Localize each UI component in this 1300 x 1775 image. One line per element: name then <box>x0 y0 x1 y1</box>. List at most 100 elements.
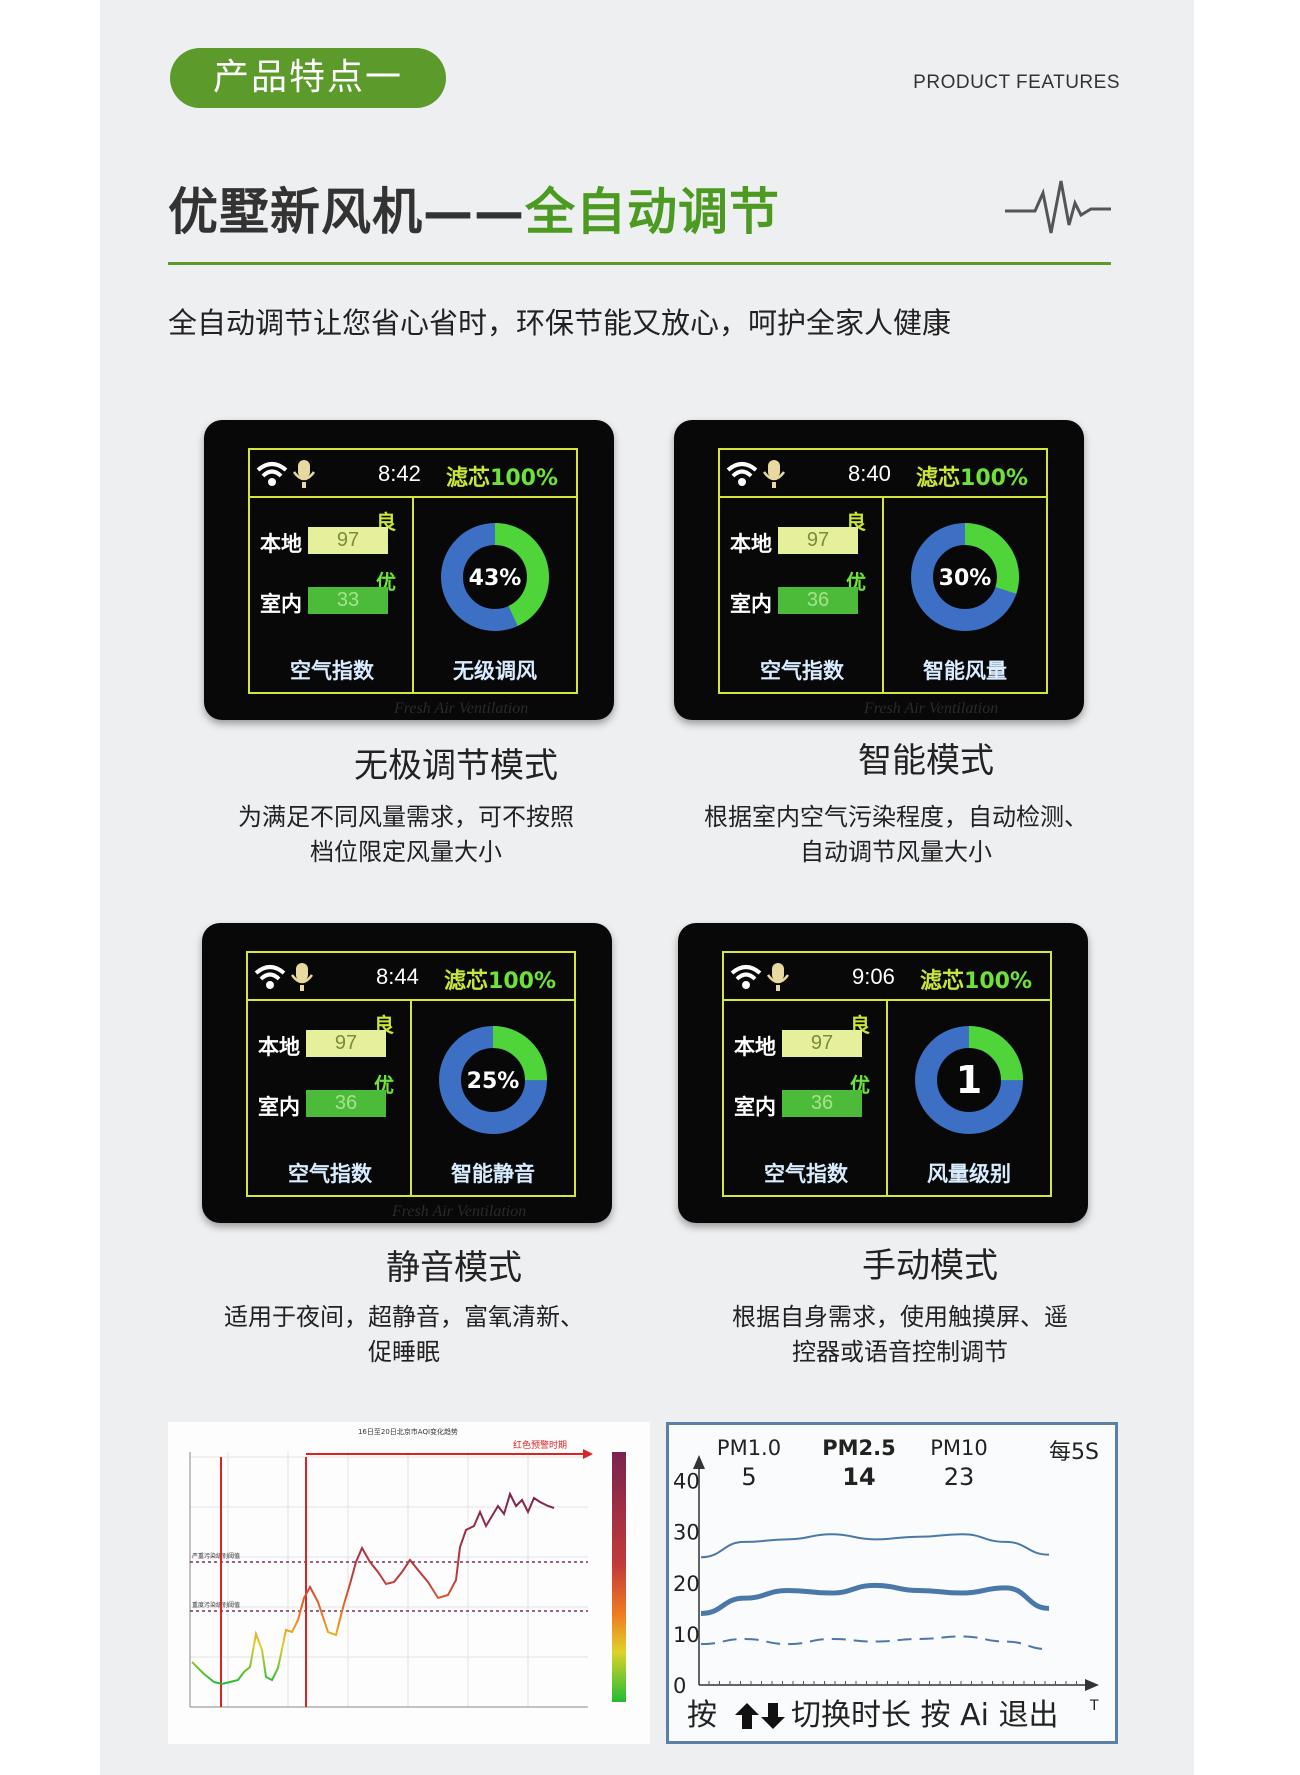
arrow-up-icon <box>735 1703 759 1729</box>
ring-value: 30% <box>939 566 992 591</box>
aqi-trend-chart: 16日至20日北京市AQI变化趋势 严重污染级别阈值 重度污染级别阈值 红色预警… <box>168 1422 650 1744</box>
control-panel-screen: 8:44 滤芯100% 良 本地 97 优 室内 36 空气指数 25% 智能静… <box>202 923 612 1223</box>
mode-description-line: 根据自身需求，使用触摸屏、遥 <box>732 1303 1068 1331</box>
arrow-down-icon <box>761 1703 785 1729</box>
microphone-icon <box>292 460 316 488</box>
mode-title: 智能模式 <box>858 741 994 781</box>
local-aqi-value: 97 <box>778 527 858 554</box>
pm-header-label: PM10 <box>930 1436 988 1460</box>
series-line-pm25 <box>700 1582 1050 1616</box>
filter-status: 滤芯100% <box>916 460 1028 492</box>
series-line-pm10 <box>700 1533 1050 1559</box>
indoor-label: 室内 <box>260 592 302 616</box>
lcd-frame: 8:44 滤芯100% 良 本地 97 优 室内 36 空气指数 25% 智能静… <box>246 951 576 1197</box>
local-aqi-value: 97 <box>306 1030 386 1057</box>
footer-instruction: 切换时长 按 Ai 退出 <box>791 1698 1058 1733</box>
threshold-heavy-label: 重度污染级别阈值 <box>192 1601 240 1609</box>
pm-header-label: PM1.0 <box>717 1436 781 1460</box>
mode-title: 手动模式 <box>862 1246 998 1286</box>
local-label: 本地 <box>260 532 302 556</box>
mode-description-line: 自动调节风量大小 <box>800 838 992 866</box>
indoor-label: 室内 <box>730 592 772 616</box>
local-label: 本地 <box>258 1035 300 1059</box>
filter-label: 滤芯 <box>916 466 961 491</box>
filter-label: 滤芯 <box>920 969 965 994</box>
mode-description-line: 档位限定风量大小 <box>310 838 502 866</box>
mode-label: 风量级别 <box>927 1162 1011 1186</box>
interval-label: 每5S <box>1049 1440 1099 1465</box>
clock-time: 8:44 <box>376 964 419 989</box>
series-line-pm10 <box>700 1635 1050 1651</box>
mode-description-line: 适用于夜间，超静音，富氧清新、 <box>224 1303 584 1331</box>
mode-description: 适用于夜间，超静音，富氧清新、促睡眠 <box>174 1300 634 1370</box>
feature-pill: 产品特点一 <box>170 48 446 108</box>
mode-description: 根据室内空气污染程度，自动检测、自动调节风量大小 <box>666 800 1126 870</box>
watermark: Fresh Air Ventilation <box>864 700 999 717</box>
microphone-icon <box>290 963 314 991</box>
pm-header-value: 14 <box>842 1463 875 1491</box>
title-main: 优墅新风机—— <box>168 183 525 241</box>
airflow-ring-gauge: 1 <box>915 1026 1023 1134</box>
control-panel-screen: 8:40 滤芯100% 良 本地 97 优 室内 36 空气指数 30% 智能风… <box>674 420 1084 720</box>
local-label: 本地 <box>734 1035 776 1059</box>
microphone-icon <box>766 963 790 991</box>
pulse-icon <box>1005 180 1111 234</box>
y-tick-label: 0 <box>673 1674 686 1698</box>
local-label: 本地 <box>730 532 772 556</box>
wifi-icon <box>256 462 288 486</box>
air-index-label: 空气指数 <box>290 659 374 683</box>
indoor-label: 室内 <box>734 1095 776 1119</box>
lcd-frame: 9:06 滤芯100% 良 本地 97 优 室内 36 空气指数 1 风量级别 <box>722 951 1052 1197</box>
pm-header-value: 23 <box>944 1463 975 1491</box>
air-index-label: 空气指数 <box>764 1162 848 1186</box>
footer-press-label: 按 <box>687 1698 717 1733</box>
mode-description: 根据自身需求，使用触摸屏、遥控器或语音控制调节 <box>670 1300 1130 1370</box>
pm-header-value: 5 <box>741 1463 756 1491</box>
clock-time: 8:40 <box>848 461 891 486</box>
local-aqi-value: 97 <box>308 527 388 554</box>
mode-description: 为满足不同风量需求，可不按照档位限定风量大小 <box>176 800 636 870</box>
mode-description-line: 为满足不同风量需求，可不按照 <box>238 803 574 831</box>
ring-fill <box>915 1026 1023 1134</box>
watermark: Fresh Air Ventilation <box>392 1203 527 1220</box>
filter-status: 滤芯100% <box>444 963 556 995</box>
title-highlight: 全自动调节 <box>525 183 780 241</box>
wifi-icon <box>730 965 762 989</box>
filter-percent: 100% <box>964 969 1032 994</box>
filter-status: 滤芯100% <box>920 963 1032 995</box>
mode-label: 无级调风 <box>453 659 537 683</box>
mode-title: 静音模式 <box>386 1248 522 1288</box>
indoor-aqi-value: 36 <box>778 587 858 614</box>
mode-description-line: 根据室内空气污染程度，自动检测、 <box>704 803 1088 831</box>
ring-fill <box>439 1026 547 1134</box>
filter-label: 滤芯 <box>446 466 491 491</box>
filter-label: 滤芯 <box>444 969 489 994</box>
title-divider <box>168 262 1111 265</box>
microphone-icon <box>762 460 786 488</box>
product-features-label: PRODUCT FEATURES <box>913 72 1120 93</box>
ring-value: 25% <box>467 1069 520 1094</box>
filter-percent: 100% <box>488 969 556 994</box>
pm-header-label: PM2.5 <box>822 1436 896 1460</box>
clock-time: 8:42 <box>378 461 421 486</box>
control-panel-screen: 8:42 滤芯100% 良 本地 97 优 室内 33 空气指数 43% 无级调… <box>204 420 614 720</box>
red-alert-banner: 红色预警时期 <box>513 1439 567 1451</box>
lcd-frame: 8:42 滤芯100% 良 本地 97 优 室内 33 空气指数 43% 无级调… <box>248 448 578 694</box>
y-tick-label: 40 <box>673 1470 700 1494</box>
mode-title: 无极调节模式 <box>354 746 558 786</box>
mode-label: 智能风量 <box>923 659 1007 683</box>
airflow-ring-gauge: 43% <box>441 523 549 631</box>
y-tick-label: 20 <box>673 1572 700 1596</box>
subtitle: 全自动调节让您省心省时，环保节能又放心，呵护全家人健康 <box>168 306 952 340</box>
local-aqi-value: 97 <box>782 1030 862 1057</box>
indoor-label: 室内 <box>258 1095 300 1119</box>
status-bar <box>250 450 576 498</box>
wifi-icon <box>254 965 286 989</box>
y-tick-label: 10 <box>673 1623 700 1647</box>
control-panel-screen: 9:06 滤芯100% 良 本地 97 优 室内 36 空气指数 1 风量级别 <box>678 923 1088 1223</box>
status-bar <box>248 953 574 1001</box>
mode-description-line: 促睡眠 <box>368 1338 440 1366</box>
indoor-aqi-value: 36 <box>306 1090 386 1117</box>
status-bar <box>720 450 1046 498</box>
